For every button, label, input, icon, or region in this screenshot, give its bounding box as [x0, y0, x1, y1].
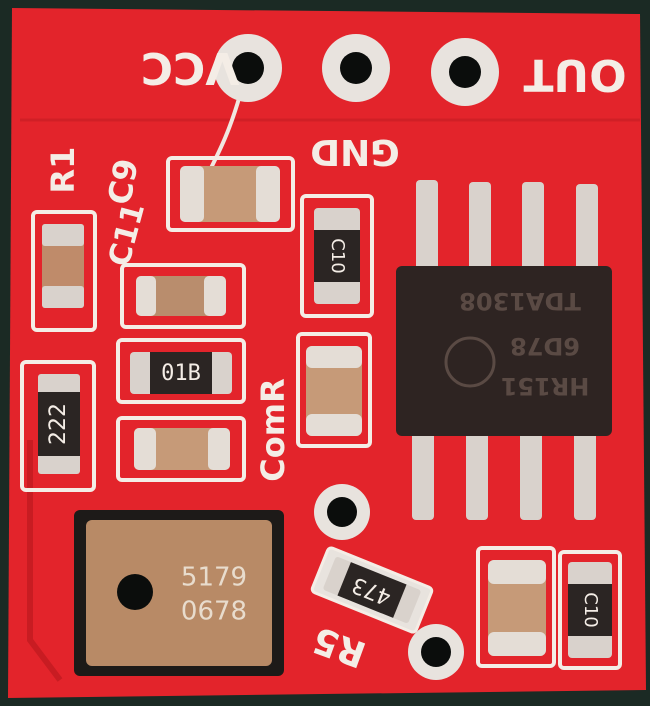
pin-hole-vcc — [214, 34, 282, 102]
ic-pins-top — [416, 180, 598, 272]
outline-comr — [116, 416, 246, 482]
resistor-222: 222 — [38, 374, 80, 474]
label-gnd: GND — [310, 131, 400, 172]
resistor-01b-code: 01B — [161, 361, 201, 386]
capacitor-c10-bottom: C10 — [568, 562, 612, 658]
ic-pins-bottom — [412, 428, 596, 520]
mic-line2: 0678 — [181, 597, 247, 627]
outline-cap-mid — [296, 332, 372, 448]
mount-hole-bottom — [408, 624, 464, 680]
outline-cap-br — [476, 546, 556, 668]
resistor-r1 — [42, 224, 84, 308]
copper-trace — [27, 440, 63, 682]
resistor-01b: 01B — [130, 352, 232, 394]
outline-r-222 — [20, 360, 96, 492]
label-c9: C9 — [100, 156, 145, 208]
resistor-222-code: 222 — [46, 403, 71, 445]
ic-tda1308: TDA1308 6D78 HR151 — [396, 266, 612, 436]
capacitor-comr — [134, 428, 230, 470]
capacitor-c11 — [136, 276, 226, 316]
label-comr: ComR — [254, 378, 292, 481]
label-out: OUT — [523, 49, 626, 100]
mount-hole-center — [314, 484, 370, 540]
outline-r1 — [31, 210, 97, 332]
pin-hole-out — [431, 38, 499, 106]
c10-code: C10 — [327, 238, 348, 273]
ic-line1: TDA1308 — [459, 287, 581, 315]
capacitor-bottom-right — [488, 560, 546, 656]
label-vcc: VCC — [141, 42, 240, 93]
ic-line2: 6D78 — [510, 332, 580, 360]
outline-c10-br — [558, 550, 622, 670]
outline-c9 — [166, 156, 295, 232]
mic-port — [117, 574, 153, 610]
capacitor-middle — [306, 346, 362, 436]
microphone: 5179 0678 — [74, 510, 284, 676]
pin-hole-gnd — [322, 34, 390, 102]
copper-trace — [208, 94, 242, 171]
resistor-r5: 473 — [310, 546, 434, 634]
outline-c10 — [300, 194, 374, 318]
outline-c11 — [120, 263, 246, 329]
outline-r-01b — [116, 338, 246, 404]
c10-bottom-code: C10 — [580, 592, 601, 627]
capacitor-c9 — [180, 166, 280, 222]
mic-line1: 5179 — [181, 563, 247, 593]
ic-logo-mark — [444, 336, 496, 388]
silk-outlines — [20, 156, 622, 670]
label-r1: R1 — [44, 147, 82, 194]
capacitor-c10: C10 — [314, 208, 360, 304]
ic-line3: HR151 — [501, 372, 590, 400]
